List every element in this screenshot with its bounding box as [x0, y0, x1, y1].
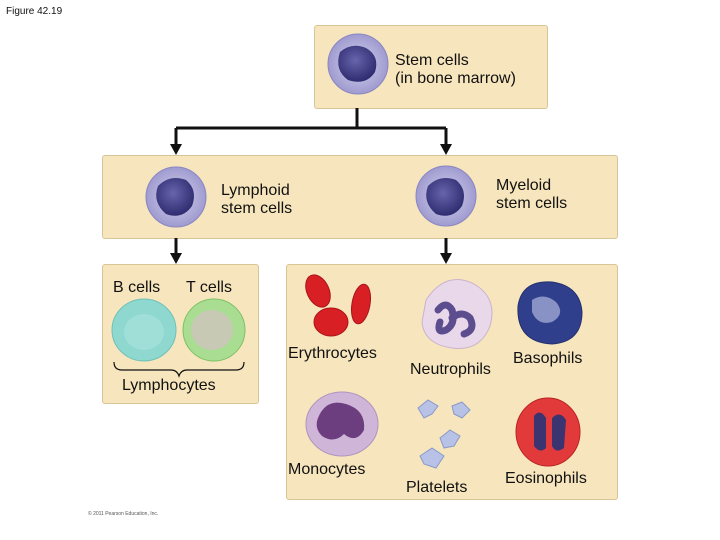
erythrocytes-label: Erythrocytes: [288, 345, 377, 362]
arrow-to-myeloid: [440, 144, 452, 155]
stem-cells-label: Stem cells (in bone marrow): [395, 52, 516, 87]
eosinophils-label: Eosinophils: [505, 470, 587, 487]
arrow-to-lymphocytes: [170, 253, 182, 264]
arrow-heads: [170, 144, 452, 264]
basophil-image: [517, 281, 583, 345]
t-cell-image: [182, 298, 246, 362]
platelets-label: Platelets: [406, 479, 468, 496]
arrow-to-myeloid-products: [440, 253, 452, 264]
eosinophil-image: [515, 397, 581, 467]
neutrophils-label: Neutrophils: [410, 361, 491, 378]
lymphoid-stem-cell-image: [145, 166, 207, 228]
monocyte-image: [305, 391, 379, 457]
arrow-to-lymphoid: [170, 144, 182, 155]
platelets-image: [417, 399, 471, 469]
stem-cell-image: [327, 33, 389, 95]
neutrophil-image: [421, 279, 493, 350]
lymphoid-stem-cells-label: Lymphoid stem cells: [221, 182, 293, 217]
myeloid-stem-cells-label: Myeloid stem cells: [496, 177, 568, 212]
erythrocytes-image: [305, 274, 372, 337]
connector-lines: [174, 108, 448, 255]
monocytes-label: Monocytes: [288, 461, 366, 478]
basophils-label: Basophils: [513, 350, 583, 367]
b-cells-label: B cells: [113, 279, 161, 296]
b-cell-image: [111, 298, 177, 362]
figure-label: Figure 42.19: [6, 6, 63, 17]
copyright-notice: © 2011 Pearson Education, Inc.: [88, 511, 159, 517]
lymphocytes-bracket: [113, 361, 245, 378]
myeloid-stem-cell-image: [415, 165, 477, 227]
lymphocytes-label: Lymphocytes: [122, 377, 216, 394]
t-cells-label: T cells: [186, 279, 232, 296]
